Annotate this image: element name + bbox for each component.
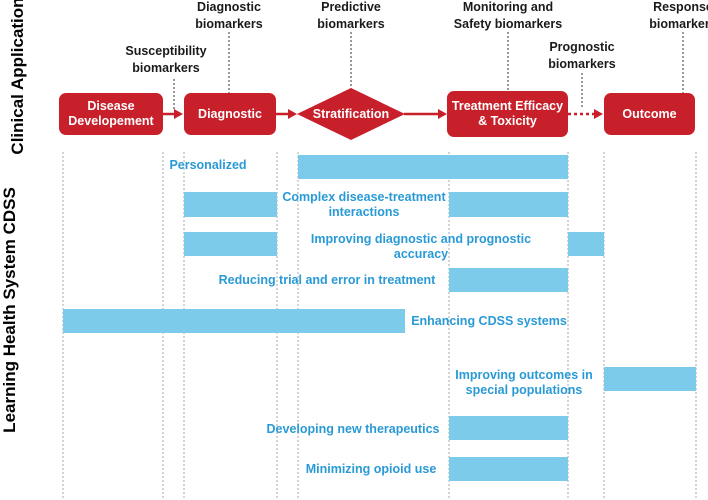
benefit-bar-diagnostic-accuracy xyxy=(568,232,604,256)
stage-diagnostic: Diagnostic xyxy=(184,93,276,135)
benefit-label-new-therapeutics: Developing new therapeutics xyxy=(266,422,440,436)
benefit-bar-complex-interactions xyxy=(184,192,277,217)
flow-arrow-head xyxy=(438,109,447,119)
benefit-bar-diagnostic-accuracy xyxy=(184,232,277,256)
stage-stratification: Stratification xyxy=(312,106,390,121)
learning-health-system-title: Learning Health System CDSS xyxy=(0,187,19,433)
benefit-bar-special-populations xyxy=(604,367,696,391)
clinical-application-title: Clinical Application xyxy=(8,0,27,155)
benefit-bar-personalized xyxy=(298,155,568,179)
stratification-diamond xyxy=(297,88,405,140)
stage-outcome: Outcome xyxy=(604,93,695,135)
benefit-label-personalized: Personalized xyxy=(169,158,247,172)
flow-arrow-head xyxy=(174,109,183,119)
benefit-bar-opioid-use xyxy=(449,457,568,481)
benefit-label-trial-error: Reducing trial and error in treatment xyxy=(218,273,436,287)
response-biomarkers-label: Responsebiomarkers xyxy=(649,0,708,31)
benefit-label-opioid-use: Minimizing opioid use xyxy=(305,462,437,476)
benefit-label-cdss-systems: Enhancing CDSS systems xyxy=(411,314,567,328)
benefit-bar-trial-error xyxy=(449,268,568,292)
flow-arrow-dashed-head xyxy=(594,109,603,119)
flow-arrow-head xyxy=(288,109,297,119)
benefit-bar-complex-interactions xyxy=(449,192,568,217)
benefit-bar-cdss-systems xyxy=(63,309,405,333)
stage-treatment: Treatment Efficacy& Toxicity xyxy=(447,91,568,137)
benefit-bar-new-therapeutics xyxy=(449,416,568,440)
